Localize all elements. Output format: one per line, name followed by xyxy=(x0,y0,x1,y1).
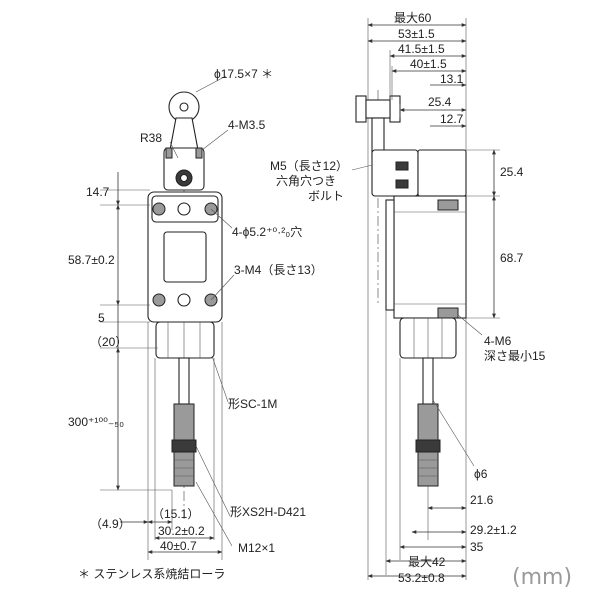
side-connector-grip xyxy=(417,451,439,487)
label-m6-2: 深さ最小15 xyxy=(484,349,546,363)
leader-hole xyxy=(210,208,233,229)
label-40: 40±0.7 xyxy=(160,539,197,553)
label-5: 5 xyxy=(98,311,105,325)
label-254a: 25.4 xyxy=(428,95,452,109)
front-connector-ring xyxy=(171,439,197,453)
side-head-slot-b xyxy=(395,179,409,189)
mount-hole-tl xyxy=(152,202,166,216)
label-m6-1: 4-M6 xyxy=(484,334,512,348)
side-roller-b xyxy=(389,95,401,123)
front-view xyxy=(100,75,235,560)
label-m12: M12×1 xyxy=(238,541,275,555)
side-tap-bottom xyxy=(437,307,459,319)
label-587: 58.7±0.2 xyxy=(68,253,115,267)
label-m5-1: M5（長さ12） xyxy=(270,159,348,173)
side-connector-ring xyxy=(415,439,441,453)
side-connector-body xyxy=(417,403,439,441)
leader-m6 xyxy=(457,314,483,336)
label-415: 41.5±1.5 xyxy=(398,42,445,56)
label-216: 21.6 xyxy=(470,493,494,507)
head-screw-right xyxy=(195,147,203,159)
leader-m35 xyxy=(201,129,229,151)
head-screw-left xyxy=(165,147,173,159)
side-housing-lip xyxy=(385,199,395,311)
label-687: 68.7 xyxy=(500,251,524,265)
front-connector-grip xyxy=(173,451,195,487)
leader-m12 xyxy=(195,481,233,547)
side-roller-a xyxy=(355,95,367,123)
label-40s: 40±1.5 xyxy=(410,57,447,71)
front-lever-head xyxy=(163,147,205,191)
leader-r38 xyxy=(169,141,179,159)
label-m4: 3-M4（長さ13） xyxy=(234,263,323,277)
unit-label: (mm) xyxy=(512,565,572,590)
label-151: （15.1） xyxy=(152,507,199,521)
cover-screw-bottom xyxy=(177,293,191,307)
label-m5-2: 六角穴つき xyxy=(276,173,336,188)
leader-m5 xyxy=(351,164,373,171)
front-connector-body xyxy=(173,403,195,441)
label-532: 53.2±0.8 xyxy=(398,571,445,585)
label-254b: 25.4 xyxy=(500,165,524,179)
note-text: ＊ ステンレス系焼結ローラ xyxy=(78,567,225,581)
label-35: 35 xyxy=(470,540,484,554)
leader-phi6 xyxy=(432,399,475,467)
label-xs2h: 形XS2H-D421 xyxy=(230,505,306,519)
label-m5-3: ボルト xyxy=(308,189,344,203)
label-sc1m: 形SC-1M xyxy=(228,397,277,411)
label-300: 300⁺¹⁰⁰₋₅₀ xyxy=(68,415,124,429)
side-view xyxy=(351,18,500,580)
cover-screw-top xyxy=(177,202,191,216)
front-conduit-nut xyxy=(155,321,215,359)
leader-xs2h xyxy=(195,445,231,517)
label-53: 53±1.5 xyxy=(398,27,435,41)
label-max42: 最大42 xyxy=(408,555,446,569)
label-max60: 最大60 xyxy=(394,11,432,25)
side-housing xyxy=(393,195,467,319)
label-20: （20） xyxy=(90,335,127,349)
front-housing-window xyxy=(163,231,207,283)
label-147: 14.7 xyxy=(86,185,110,199)
front-cable xyxy=(178,357,190,405)
label-49: （4.9） xyxy=(90,517,131,531)
side-labels: 最大60 53±1.5 41.5±1.5 40±1.5 13.1 25.4 12… xyxy=(270,11,546,585)
label-131: 13.1 xyxy=(440,72,464,86)
label-r38: R38 xyxy=(140,131,162,145)
label-m35: 4-M3.5 xyxy=(228,118,266,132)
label-302: 30.2±0.2 xyxy=(158,524,205,538)
leader-sc1m xyxy=(211,355,229,403)
leader-m4 xyxy=(210,274,235,301)
side-roller-axle xyxy=(365,99,391,119)
label-292: 29.2±1.2 xyxy=(470,523,517,537)
label-mount-hole: 4-ϕ5.2⁺⁰·²₀穴 xyxy=(232,224,302,239)
mount-hole-bl xyxy=(152,293,166,307)
front-labels: ϕ17.5×7 ＊ R38 4-M3.5 14.7 4-ϕ5.2⁺⁰·²₀穴 5… xyxy=(68,67,323,555)
front-roller-hub xyxy=(179,102,189,112)
side-head xyxy=(371,149,419,197)
side-head-slot-a xyxy=(395,161,409,171)
front-shaft-inner xyxy=(179,173,189,183)
side-tap-top xyxy=(437,199,459,211)
leader-phi xyxy=(195,75,227,93)
label-roller-size: ϕ17.5×7 ＊ xyxy=(214,67,273,81)
side-cable xyxy=(422,357,434,405)
label-phi6: ϕ6 xyxy=(474,467,488,481)
label-127: 12.7 xyxy=(440,112,464,126)
side-head-block xyxy=(417,149,467,197)
